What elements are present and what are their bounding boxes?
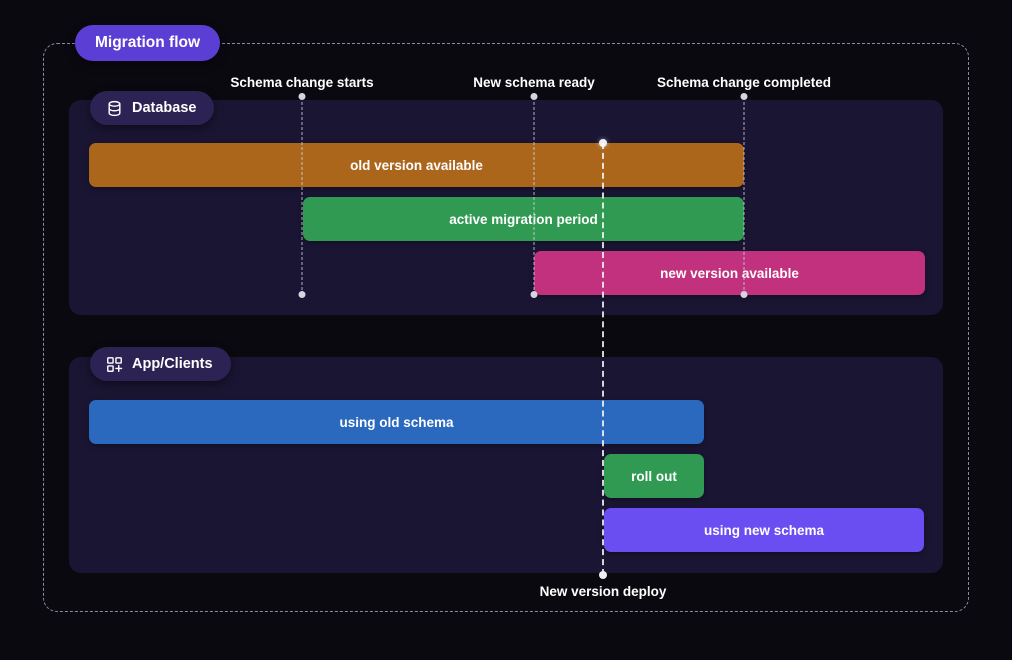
diagram-outer-frame [43,43,969,612]
database-icon [106,100,123,117]
bar-label: roll out [631,468,677,484]
bar-label: active migration period [449,211,598,227]
milestone-dot-bottom [298,291,306,298]
app-grid-plus-icon [106,356,123,373]
milestone-dashed-line [743,97,745,295]
bar-label: old version available [350,157,483,173]
milestone-dot-top [740,93,748,100]
milestone-dashed-line [533,97,535,295]
bar-label: using old schema [339,414,454,430]
milestone-dot-top [530,93,538,100]
bar-new-version-available: new version available [534,251,925,295]
milestone-dot-bottom [530,291,538,298]
bar-using-new-schema: using new schema [604,508,924,552]
deploy-dot-bottom [599,571,607,579]
deploy-dashed-line [602,143,604,575]
milestone-label: Schema change completed [656,75,832,90]
bar-old-version-available: old version available [89,143,744,187]
lane-label-database: Database [132,100,197,116]
milestone-label: Schema change starts [230,75,374,90]
migration-flow-label: Migration flow [95,34,201,51]
milestone-label: New schema ready [473,75,595,90]
migration-flow-badge: Migration flow [75,25,221,61]
bar-label: new version available [660,265,799,281]
lane-badge-database: Database [90,91,215,125]
lane-badge-app-clients: App/Clients [90,347,231,381]
milestone-dot-top [298,93,306,100]
milestone-dot-bottom [740,291,748,298]
milestone-dashed-line [301,97,303,295]
bar-using-old-schema: using old schema [89,400,704,444]
lane-label-app-clients: App/Clients [132,356,213,372]
bar-roll-out: roll out [604,454,704,498]
bar-active-migration-period: active migration period [303,197,744,241]
deploy-label: New version deploy [539,584,667,599]
bar-label: using new schema [703,522,825,538]
